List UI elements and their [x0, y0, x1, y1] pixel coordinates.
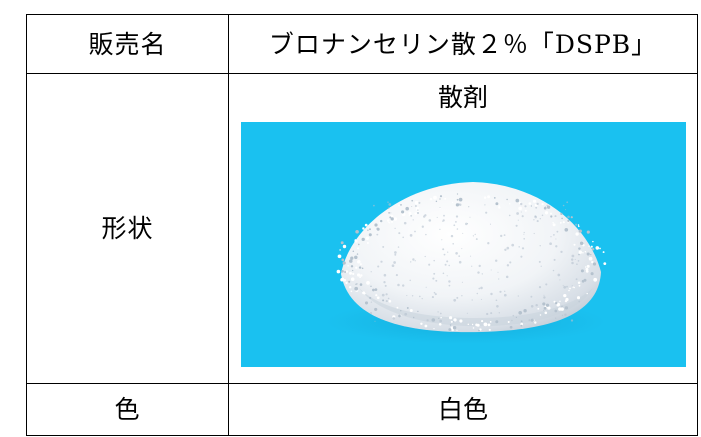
row-shape: 形状 散剤 — [26, 73, 698, 384]
color-label: 色 — [26, 383, 229, 436]
shape-value-cell: 散剤 — [228, 73, 698, 384]
shape-caption: 散剤 — [437, 83, 488, 112]
product-spec-table: 販売名 ブロナンセリン散２％「DSPB」 形状 散剤 — [26, 14, 698, 436]
product-name-value: ブロナンセリン散２％「DSPB」 — [228, 14, 698, 74]
product-name-label: 販売名 — [26, 14, 229, 74]
row-color: 色 白色 — [26, 383, 698, 436]
shape-label: 形状 — [26, 73, 229, 384]
powder-photo — [241, 122, 686, 367]
color-value: 白色 — [228, 383, 698, 436]
row-product-name: 販売名 ブロナンセリン散２％「DSPB」 — [26, 14, 698, 74]
